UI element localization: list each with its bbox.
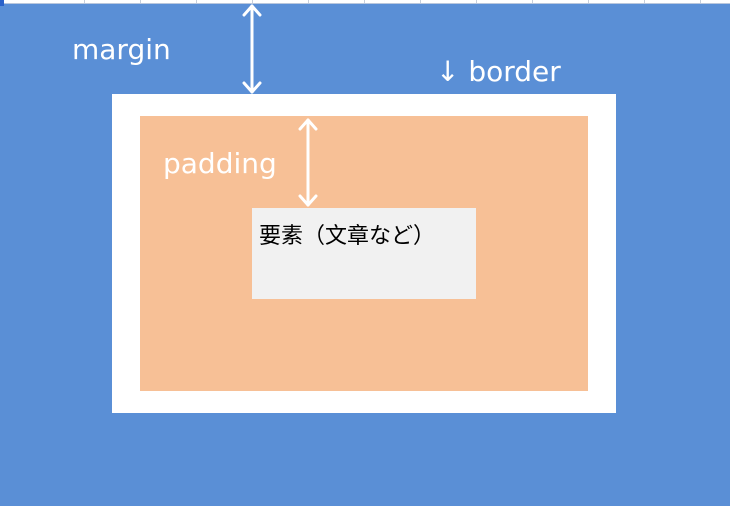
ruler-tick [532,0,533,3]
ruler-tick [308,0,309,3]
ruler-tick [420,0,421,3]
content-box [252,208,476,299]
selection-corner-marker [0,0,4,6]
border-label: ↓ border [436,55,561,88]
ruler-tick [364,0,365,3]
double-headed-vertical-arrow-icon [242,4,262,94]
ruler-tick [252,0,253,3]
content-label: 要素（文章など） [259,224,436,249]
ruler-tick [84,0,85,3]
ruler-tick [476,0,477,3]
ruler-tick [644,0,645,3]
top-ruler [0,0,730,4]
padding-label: padding [163,147,277,180]
ruler-tick [196,0,197,3]
margin-label: margin [72,33,171,66]
double-headed-vertical-arrow-icon [298,118,318,207]
ruler-tick [588,0,589,3]
ruler-tick [140,0,141,3]
ruler-tick [700,0,701,3]
